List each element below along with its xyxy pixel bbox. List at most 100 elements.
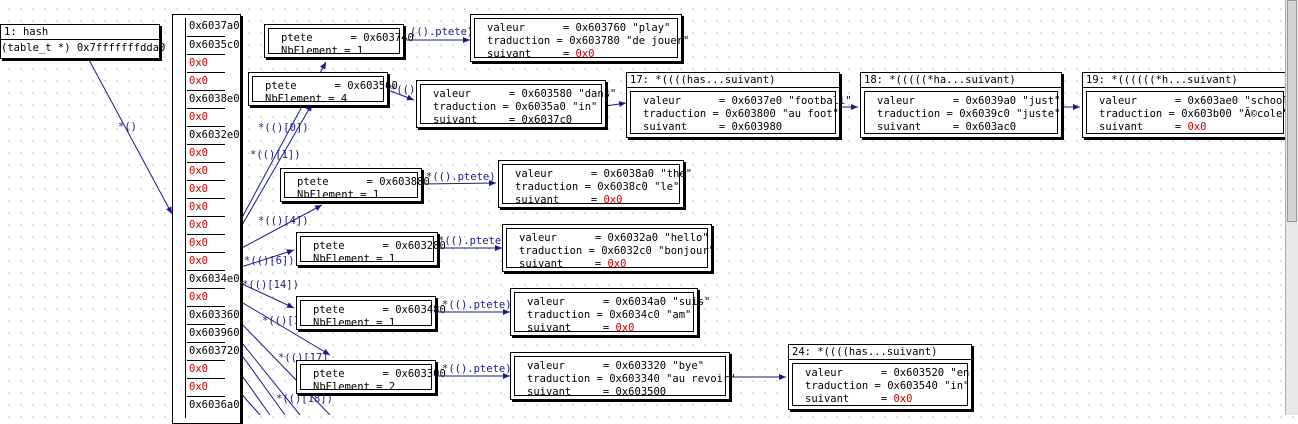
array-cell: 0x603720 bbox=[187, 342, 240, 360]
list-node-suivant: suivant = 0x0 bbox=[487, 48, 595, 60]
list-node-traduction-value: 0x6038c0 "le" bbox=[597, 181, 680, 193]
list-node-traduction: traduction = 0x6038c0 "le" bbox=[515, 181, 680, 193]
scrollbar-thumb[interactable] bbox=[1287, 0, 1297, 222]
list-node-valeur-key: valeur bbox=[805, 367, 843, 379]
edge-label-4: *(()[4]) bbox=[258, 215, 309, 227]
list-node-traduction-key: traduction bbox=[433, 101, 497, 113]
list-node[interactable]: 17: *((((has...suivant)valeur = 0x6037e0… bbox=[626, 72, 852, 138]
list-node[interactable]: valeur = 0x603580 "dans"traduction = 0x6… bbox=[416, 80, 616, 128]
list-node-suivant-value: 0x603ac0 bbox=[965, 121, 1017, 133]
bucket-nb-key: NbElement bbox=[313, 317, 370, 329]
list-node-valeur-key: valeur bbox=[527, 296, 565, 308]
list-node[interactable]: 24: *((((has...suivant)valeur = 0x603520… bbox=[788, 344, 976, 410]
bucket-nb-key: NbElement bbox=[297, 189, 354, 201]
array-cell: 0x6037a0 bbox=[189, 20, 240, 32]
bucket-nbelement: NbElement = 2 bbox=[313, 381, 396, 393]
list-node-traduction-key: traduction bbox=[527, 309, 591, 321]
edge-14 bbox=[237, 281, 295, 309]
array-cell: 0x6035c0 bbox=[187, 36, 240, 54]
bucket-ptete-key: ptete bbox=[297, 176, 329, 188]
list-node-suivant-key: suivant bbox=[515, 194, 560, 206]
array-cell: 0x0 bbox=[187, 288, 225, 306]
list-node-suivant: suivant = 0x0 bbox=[515, 194, 623, 206]
list-node-suivant: suivant = 0x603500 bbox=[527, 386, 667, 398]
vertical-scrollbar[interactable] bbox=[1285, 0, 1298, 415]
list-node-traduction: traduction = 0x603800 "au foot" bbox=[643, 108, 839, 120]
list-node-title: 19: *((((((*h...suivant) bbox=[1083, 73, 1287, 88]
array-cell: 0x0 bbox=[187, 360, 225, 378]
bucket-nbelement: NbElement = 1 bbox=[313, 317, 396, 329]
bucket-ptete: ptete = 0x603740 bbox=[281, 32, 414, 44]
list-node-suivant: suivant = 0x603980 bbox=[643, 121, 783, 133]
edge-label-ptete-b6: *(().ptete) bbox=[438, 235, 508, 247]
bucket-ptete: ptete = 0x603280 bbox=[313, 240, 446, 252]
edge-1 bbox=[237, 103, 313, 233]
bucket-nb-value: 2 bbox=[388, 381, 396, 393]
edge-label-14: *(()[14]) bbox=[242, 279, 299, 291]
list-node-valeur: valeur = 0x6032a0 "hello" bbox=[519, 232, 709, 244]
hash-title: 1: hash bbox=[1, 25, 159, 40]
list-node[interactable]: valeur = 0x6034a0 "suis"traduction = 0x6… bbox=[510, 288, 710, 336]
list-node-suivant-value: 0x603500 bbox=[615, 386, 667, 398]
list-node-traduction-value: 0x603800 "au foot" bbox=[725, 108, 839, 120]
list-node-traduction: traduction = 0x603540 "in" bbox=[805, 380, 970, 392]
list-node-traduction: traduction = 0x6032c0 "bonjour" bbox=[519, 245, 715, 257]
list-node-suivant-key: suivant bbox=[519, 258, 564, 270]
list-node-suivant-key: suivant bbox=[527, 386, 572, 398]
list-node-valeur-key: valeur bbox=[877, 95, 915, 107]
edge-18 bbox=[237, 337, 301, 415]
list-node-valeur-key: valeur bbox=[519, 232, 557, 244]
list-node-suivant-value: 0x0 bbox=[615, 322, 635, 334]
list-node-valeur-key: valeur bbox=[433, 88, 471, 100]
array-cell: 0x0 bbox=[187, 72, 225, 90]
list-node-valeur-key: valeur bbox=[527, 360, 565, 372]
array-cell: 0x0 bbox=[187, 162, 225, 180]
list-node[interactable]: valeur = 0x603760 "play"traduction = 0x6… bbox=[470, 14, 689, 62]
hash-node[interactable]: 1: hash (table_t *) 0x7fffffffdda0 bbox=[0, 24, 165, 59]
list-node-valeur: valeur = 0x6038a0 "the" bbox=[515, 168, 693, 180]
list-node-suivant: suivant = 0x0 bbox=[1099, 121, 1207, 133]
list-node-suivant-value: 0x603980 bbox=[731, 121, 783, 133]
array-cell: 0x603960 bbox=[187, 324, 240, 342]
list-node[interactable]: 18: *(((((*ha...suivant)valeur = 0x6039a… bbox=[860, 72, 1062, 138]
list-node-valeur: valeur = 0x603320 "bye" bbox=[527, 360, 705, 372]
list-node-traduction-key: traduction bbox=[877, 108, 941, 120]
bucket-ptete-value: 0x603560 bbox=[347, 80, 398, 92]
list-node[interactable]: valeur = 0x6038a0 "the"traduction = 0x60… bbox=[498, 160, 692, 208]
edge-label-6: *(()[6]) bbox=[244, 255, 295, 267]
bucket-ptete-key: ptete bbox=[313, 368, 345, 380]
list-node-valeur-value: 0x6037e0 "football" bbox=[731, 95, 852, 107]
bucket-ptete-key: ptete bbox=[313, 240, 345, 252]
edge-dans-football bbox=[605, 101, 627, 108]
edge-label-hash: *() bbox=[118, 121, 137, 133]
list-node-valeur: valeur = 0x603580 "dans" bbox=[433, 88, 617, 100]
edge-label-1: *(()[1]) bbox=[250, 149, 301, 161]
bucket-ptete-key: ptete bbox=[313, 304, 345, 316]
list-node-suivant-value: 0x0 bbox=[607, 258, 627, 270]
list-node[interactable]: valeur = 0x6032a0 "hello"traduction = 0x… bbox=[502, 224, 715, 272]
list-node-valeur-value: 0x603ae0 "school" bbox=[1187, 95, 1295, 107]
list-node[interactable]: 19: *((((((*h...suivant) valeur = 0x603ae… bbox=[1082, 72, 1295, 138]
array-cell: 0x0 bbox=[187, 54, 225, 72]
list-node-valeur-value: 0x6034a0 "suis" bbox=[615, 296, 711, 308]
list-node-traduction: traduction = 0x6039c0 "juste" bbox=[877, 108, 1061, 120]
array-cell: 0x6038e0 bbox=[187, 90, 240, 108]
list-node-valeur-value: 0x603580 "dans" bbox=[521, 88, 617, 100]
bucket-nb-key: NbElement bbox=[281, 45, 338, 57]
edge-label-ptete-b14: *(().ptete) bbox=[442, 299, 512, 311]
array-cell: 0x0 bbox=[187, 216, 225, 234]
array-cell: 0x6032e0 bbox=[187, 126, 240, 144]
list-node-traduction-value: 0x6039c0 "juste" bbox=[959, 108, 1061, 120]
list-node-traduction: traduction = 0x6035a0 "in" bbox=[433, 101, 598, 113]
list-node-valeur: valeur = 0x603ae0 "school" bbox=[1099, 95, 1295, 107]
edges-layer bbox=[87, 37, 1080, 415]
list-node[interactable]: valeur = 0x603320 "bye"traduction = 0x60… bbox=[510, 352, 736, 400]
bucket-nb-key: NbElement bbox=[313, 381, 370, 393]
